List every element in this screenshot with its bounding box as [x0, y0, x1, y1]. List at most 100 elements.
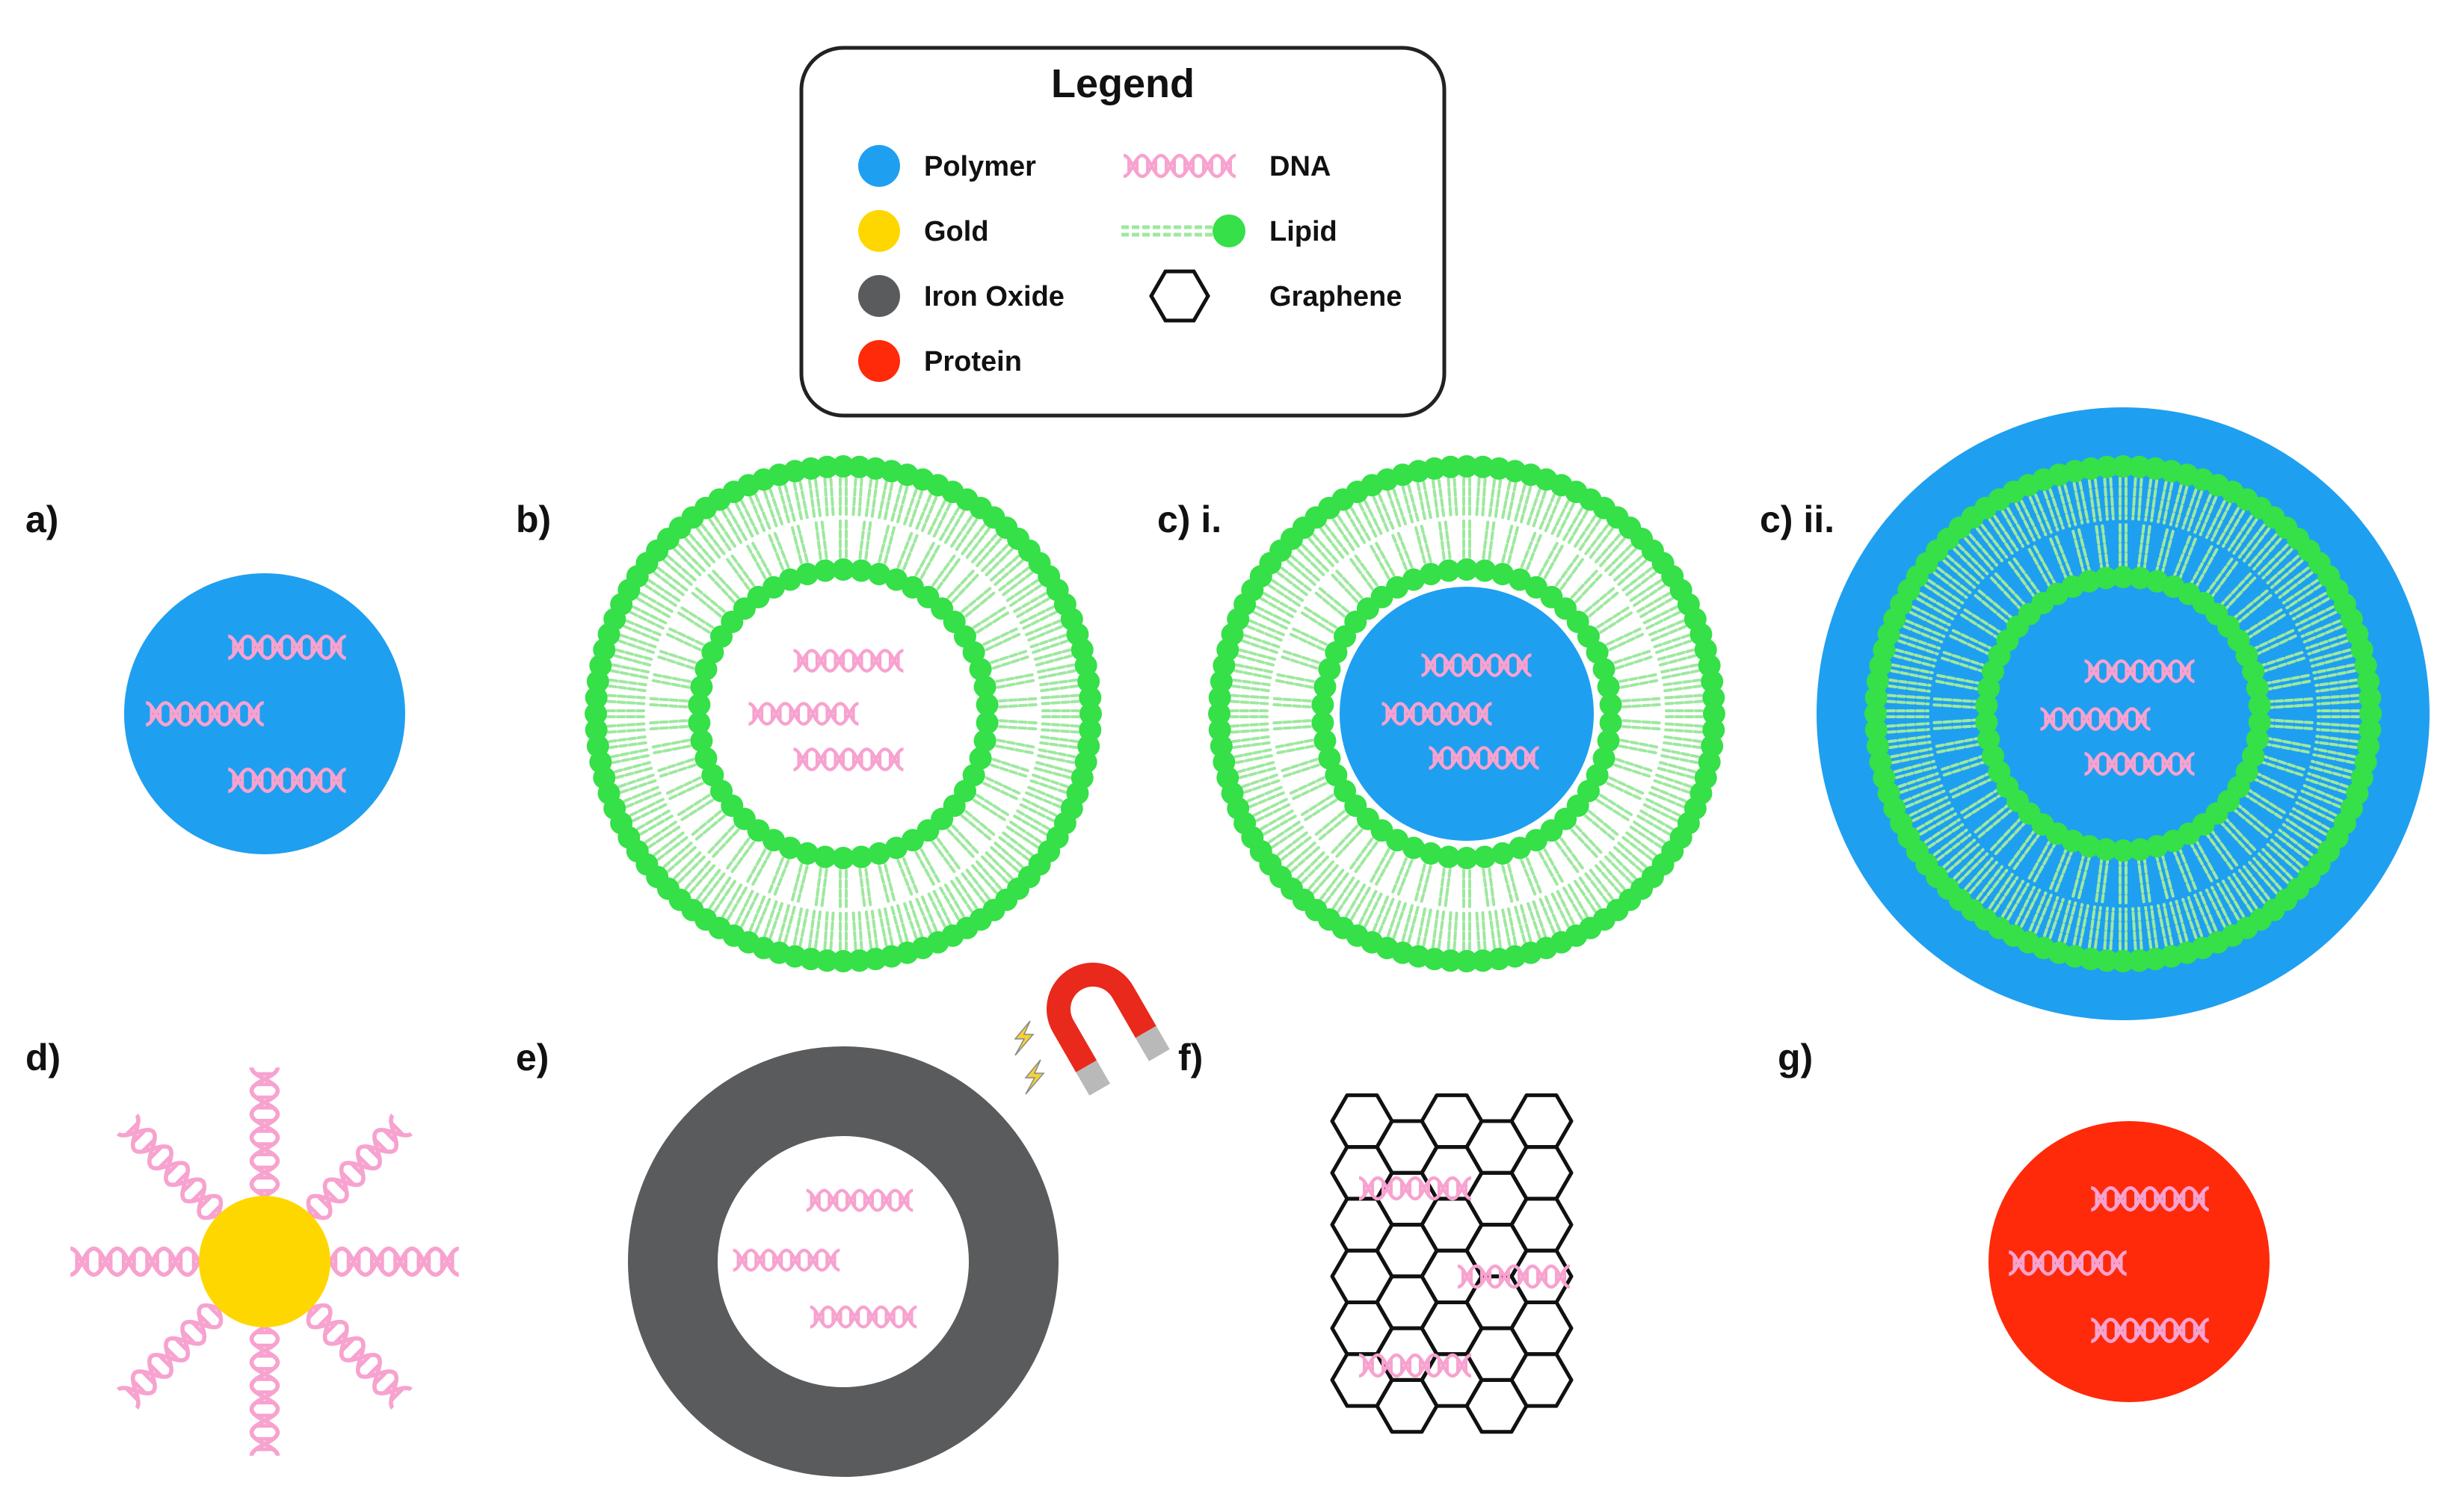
panel-label-d: d)	[25, 1037, 61, 1079]
lipid-head	[690, 675, 713, 698]
lipid-head	[1208, 703, 1230, 725]
lipid-head	[2128, 949, 2151, 972]
lipid-head	[2359, 686, 2382, 709]
magnet-body	[1047, 963, 1156, 1073]
lipid-head	[1455, 847, 1478, 869]
panel-label-c-ii: c) ii.	[1760, 499, 1835, 540]
lipid-head	[2095, 455, 2119, 478]
legend-item: Iron Oxide	[858, 275, 1065, 317]
lipid-head	[1313, 675, 1337, 698]
lipid-head	[1703, 703, 1725, 725]
lipid-head	[2359, 703, 2382, 725]
lipid-head	[848, 455, 871, 478]
gold-core	[199, 1196, 330, 1327]
legend-box	[799, 46, 1447, 418]
lipid-head	[976, 712, 999, 735]
panel-label-c-i: c) i.	[1157, 499, 1222, 540]
lipid-head	[2112, 566, 2134, 588]
lipid-head	[1473, 845, 1497, 868]
dna-icon	[70, 1249, 211, 1275]
lipid-head	[816, 949, 839, 972]
gold-circle-icon	[858, 210, 900, 252]
liposome	[585, 455, 1102, 972]
lipid-head	[694, 658, 718, 681]
lipid-head	[1437, 845, 1460, 868]
magnet-pole	[1076, 1060, 1111, 1096]
lipid-head	[1586, 641, 1609, 664]
dna-icon	[294, 1291, 411, 1408]
dna-icon	[318, 1249, 459, 1275]
lipid-head	[864, 948, 887, 971]
lipid-head	[1864, 703, 1887, 725]
dna-icon	[794, 749, 904, 769]
lipid-head	[1509, 836, 1532, 860]
dna-icon	[118, 1115, 235, 1232]
dna-icon	[118, 1291, 235, 1408]
magnet-pole	[1135, 1025, 1170, 1061]
legend-item: Protein	[858, 340, 1022, 382]
lipid-bilayer	[1208, 455, 1725, 972]
lipid-head	[2145, 835, 2169, 858]
lipid-head	[1439, 949, 1462, 972]
lipid-head	[1313, 729, 1337, 753]
lipid-head	[1597, 675, 1620, 698]
panel-label-f: f)	[1178, 1037, 1203, 1079]
graphene-hexagon	[1509, 1300, 1574, 1357]
lipid-head	[850, 845, 873, 868]
dna-icon	[807, 1191, 914, 1211]
panel-label-b: b)	[516, 499, 551, 540]
lipid-head	[1079, 703, 1102, 725]
lipid-head	[1420, 563, 1443, 586]
legend-title: Legend	[1051, 61, 1195, 106]
lipid-head	[1208, 686, 1231, 709]
polymer-circle-icon	[858, 145, 900, 187]
lipid-head	[1592, 747, 1615, 770]
lipid-head	[2246, 676, 2269, 700]
iron-oxide-circle-icon	[858, 275, 900, 317]
lipid-head	[586, 735, 609, 758]
lipid-bilayer	[585, 455, 1102, 972]
polymer-nanoparticle	[124, 573, 405, 854]
polymer-core	[1340, 587, 1594, 841]
lipid-head	[1079, 718, 1102, 741]
legend-item: Lipid	[1121, 215, 1337, 247]
polymer-coated-liposome	[1817, 407, 2430, 1020]
lipid-head	[799, 457, 822, 480]
lipid-head	[1077, 670, 1100, 693]
lipid-head	[867, 842, 890, 865]
lipid-head	[962, 641, 985, 664]
protein-core	[1989, 1121, 2270, 1402]
lipid-head	[2359, 718, 2382, 741]
legend-label: Iron Oxide	[924, 281, 1065, 312]
dna-icon	[749, 703, 859, 723]
panel-label-e: e)	[516, 1037, 549, 1079]
lipid-head	[1318, 658, 1341, 681]
lipid-head	[585, 686, 608, 709]
lipid-head	[848, 949, 871, 972]
dna-icon	[294, 1115, 411, 1232]
lipid-head	[1325, 764, 1348, 787]
lipid-head	[1599, 712, 1622, 735]
lipid-head	[1208, 718, 1231, 741]
lipid-head	[2128, 838, 2151, 861]
lipid-head	[1488, 948, 1511, 971]
legend-label: Lipid	[1269, 216, 1337, 247]
polymer-core	[124, 573, 405, 854]
graphene-sheet-dna	[1330, 1093, 1574, 1434]
lipid-head	[688, 712, 711, 735]
lipid-head	[2095, 567, 2118, 590]
lipid-head	[1079, 686, 1102, 709]
lipid-head	[1491, 842, 1514, 865]
lipid-head	[1599, 693, 1622, 716]
legend-item: DNA	[1124, 151, 1331, 182]
lipid-head	[2112, 950, 2134, 972]
lipid-head	[1702, 718, 1725, 741]
lipid-head	[2095, 838, 2118, 861]
lipid-head	[2112, 839, 2134, 862]
magnet-icon	[1047, 963, 1170, 1096]
lipid-head	[585, 718, 608, 741]
